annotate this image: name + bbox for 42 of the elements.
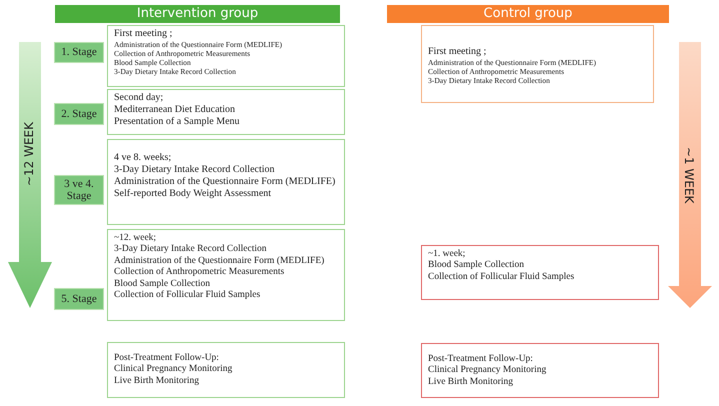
list-item: 3-Day Dietary Intake Record Collection: [114, 244, 268, 256]
arrow-label: ~1 WEEK: [682, 147, 696, 204]
list-item: Mediterranean Diet Education: [114, 104, 236, 116]
list-item: Clinical Pregnancy Monitoring: [114, 364, 234, 376]
group-header: Intervention group: [55, 5, 340, 23]
list-item: Clinical Pregnancy Monitoring: [428, 365, 548, 377]
list-item: Blood Sample Collection: [428, 260, 526, 272]
box-heading: ~1. week;: [428, 249, 466, 260]
list-item: 3-Day Dietary Intake Record Collection: [114, 164, 276, 176]
list-item: Blood Sample Collection: [114, 278, 212, 290]
box-heading: ~12. week;: [114, 233, 158, 244]
arrow-label: ~12 WEEK: [22, 122, 36, 186]
list-item: Self-reported Body Weight Assessment: [114, 188, 272, 200]
list-item: Collection of Follicular Fluid Samples: [428, 272, 576, 284]
group-header: Control group: [387, 5, 669, 23]
stage-label: 3 ve 4. Stage: [54, 175, 104, 205]
step-box: [107, 89, 345, 135]
step-box: [107, 229, 345, 321]
box-heading: Post-Treatment Follow-Up:: [114, 353, 220, 364]
list-item: Live Birth Monitoring: [428, 376, 514, 388]
timeline-arrow: [8, 42, 52, 308]
step-box: [107, 139, 345, 225]
step-box: [421, 25, 654, 103]
list-item: Presentation of a Sample Menu: [114, 116, 241, 128]
list-item: Collection of Anthropometric Measurements: [114, 267, 286, 279]
list-item: Administration of the Questionnaire Form (MEDLIFE): [114, 256, 326, 267]
list-item: Collection of Follicular Fluid Samples: [114, 290, 262, 302]
step-box: [107, 342, 345, 398]
step-box: [421, 245, 659, 300]
stage-label: 1. Stage: [54, 42, 104, 63]
box-heading: First meeting ;: [114, 28, 174, 40]
box-heading: Second day;: [114, 92, 164, 104]
list-item: Live Birth Monitoring: [114, 376, 200, 388]
box-heading: Post-Treatment Follow-Up:: [428, 354, 534, 365]
timeline-arrow: [668, 42, 712, 308]
list-item: Administration of the Questionnaire Form (MEDLIFE): [114, 176, 336, 188]
stage-label: 5. Stage: [54, 288, 104, 310]
box-heading: First meeting ;: [428, 46, 488, 58]
box-heading: 4 ve 8. weeks;: [114, 152, 172, 164]
stage-label: 2. Stage: [54, 103, 104, 125]
step-box: [107, 25, 345, 87]
step-box: [421, 343, 659, 398]
